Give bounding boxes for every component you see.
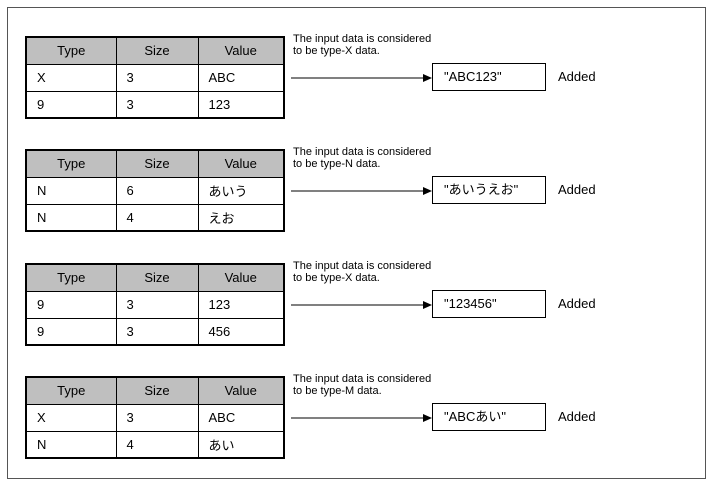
- value-header: Value: [197, 376, 285, 405]
- value-cell: 123: [197, 90, 285, 119]
- data-table: Type Size Value X 3 ABC N 4 あい: [25, 376, 285, 459]
- size-cell: 3: [115, 317, 199, 346]
- table-header-row: Type Size Value: [25, 376, 285, 405]
- type-cell: X: [25, 63, 117, 92]
- table-row: 9 3 456: [25, 317, 285, 346]
- size-header: Size: [115, 149, 199, 178]
- type-cell: N: [25, 203, 117, 232]
- status-label: Added: [558, 69, 596, 84]
- data-table: Type Size Value 9 3 123 9 3 456: [25, 263, 285, 346]
- size-cell: 3: [115, 63, 199, 92]
- type-cell: 9: [25, 90, 117, 119]
- size-header: Size: [115, 376, 199, 405]
- arrow-icon: [291, 301, 432, 309]
- value-header: Value: [197, 263, 285, 292]
- result-box: "ABC123": [432, 63, 546, 91]
- type-note: The input data is considered to be type-…: [293, 33, 432, 57]
- type-cell: N: [25, 176, 117, 205]
- size-cell: 3: [115, 90, 199, 119]
- table-row: 9 3 123: [25, 90, 285, 119]
- value-cell: えお: [197, 203, 285, 232]
- size-cell: 4: [115, 203, 199, 232]
- status-label: Added: [558, 409, 596, 424]
- concat-example-3: Type Size Value 9 3 123 9 3 456 The inpu…: [0, 260, 714, 353]
- size-header: Size: [115, 36, 199, 65]
- table-row: X 3 ABC: [25, 63, 285, 92]
- arrow-icon: [291, 187, 432, 195]
- value-cell: あい: [197, 430, 285, 459]
- value-cell: ABC: [197, 403, 285, 432]
- value-cell: あいう: [197, 176, 285, 205]
- type-note: The input data is considered to be type-…: [293, 146, 432, 170]
- value-header: Value: [197, 36, 285, 65]
- table-row: X 3 ABC: [25, 403, 285, 432]
- status-label: Added: [558, 182, 596, 197]
- table-header-row: Type Size Value: [25, 36, 285, 65]
- type-note: The input data is considered to be type-…: [293, 260, 432, 284]
- size-cell: 6: [115, 176, 199, 205]
- diagram-frame: [7, 7, 706, 479]
- table-header-row: Type Size Value: [25, 263, 285, 292]
- type-header: Type: [25, 149, 117, 178]
- type-cell: X: [25, 403, 117, 432]
- size-header: Size: [115, 263, 199, 292]
- concat-example-4: Type Size Value X 3 ABC N 4 あい The input…: [0, 373, 714, 466]
- type-cell: 9: [25, 290, 117, 319]
- size-cell: 3: [115, 403, 199, 432]
- result-box: "123456": [432, 290, 546, 318]
- value-cell: 456: [197, 317, 285, 346]
- size-cell: 3: [115, 290, 199, 319]
- type-header: Type: [25, 36, 117, 65]
- table-row: 9 3 123: [25, 290, 285, 319]
- type-cell: N: [25, 430, 117, 459]
- table-row: N 4 あい: [25, 430, 285, 459]
- table-header-row: Type Size Value: [25, 149, 285, 178]
- type-note: The input data is considered to be type-…: [293, 373, 432, 397]
- table-row: N 6 あいう: [25, 176, 285, 205]
- size-cell: 4: [115, 430, 199, 459]
- type-header: Type: [25, 263, 117, 292]
- concat-example-2: Type Size Value N 6 あいう N 4 えお The input…: [0, 146, 714, 239]
- value-cell: ABC: [197, 63, 285, 92]
- result-box: "あいうえお": [432, 176, 546, 204]
- type-cell: 9: [25, 317, 117, 346]
- data-table: Type Size Value X 3 ABC 9 3 123: [25, 36, 285, 119]
- arrow-icon: [291, 414, 432, 422]
- type-header: Type: [25, 376, 117, 405]
- arrow-icon: [291, 74, 432, 82]
- result-box: "ABCあい": [432, 403, 546, 431]
- status-label: Added: [558, 296, 596, 311]
- table-row: N 4 えお: [25, 203, 285, 232]
- value-cell: 123: [197, 290, 285, 319]
- data-table: Type Size Value N 6 あいう N 4 えお: [25, 149, 285, 232]
- concat-example-1: Type Size Value X 3 ABC 9 3 123 The inpu…: [0, 33, 714, 126]
- value-header: Value: [197, 149, 285, 178]
